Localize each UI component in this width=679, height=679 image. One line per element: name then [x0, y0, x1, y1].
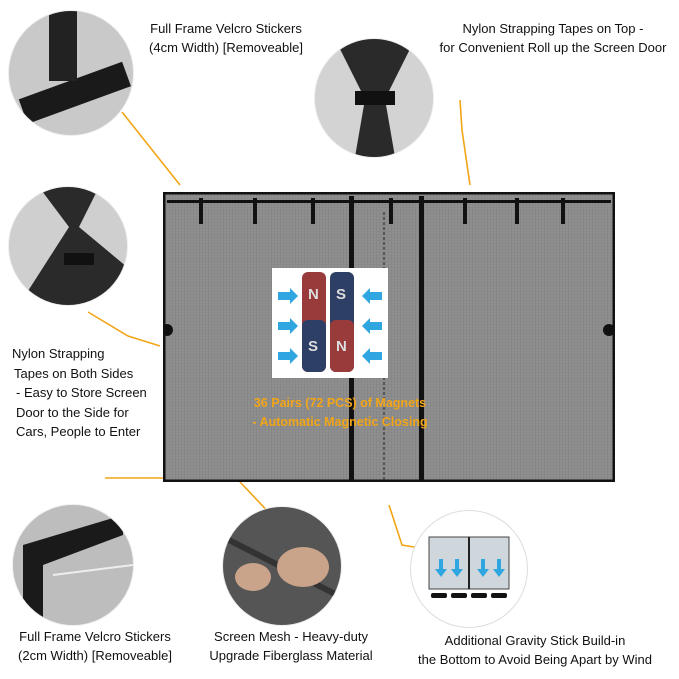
caption-nylon-sides: Nylon Strapping Tapes on Both Sides - Ea… [12, 346, 147, 439]
gravity-photo [410, 510, 528, 628]
screen-door-illustration [163, 192, 615, 482]
screen-door [163, 192, 615, 482]
velcro-top-photo [8, 10, 134, 136]
pole-label-1: N [308, 286, 319, 303]
caption-mesh: Screen Mesh - Heavy-duty Upgrade Fibergl… [209, 629, 373, 663]
pole-label-3: S [308, 338, 319, 355]
nylon-sides-photo [8, 186, 128, 306]
velcro-bottom-photo [12, 504, 134, 626]
magnet-inset: N S S N [272, 268, 388, 378]
caption-velcro-bottom: Full Frame Velcro Stickers (2cm Width) [… [18, 629, 172, 663]
caption-nylon-top: Nylon Strapping Tapes on Top - for Conve… [439, 21, 667, 55]
nylon-top-photo [314, 38, 434, 158]
magnets-line-2: - Automatic Magnetic Closing [252, 415, 428, 430]
mesh-photo [222, 506, 342, 626]
magnets-line-1: 36 Pairs (72 PCS) of Magnets [253, 396, 427, 410]
pole-label-2: S [336, 286, 347, 303]
magnets-callout: 36 Pairs (72 PCS) of Magnets - Automatic… [230, 394, 450, 433]
caption-gravity: Additional Gravity Stick Build-in the Bo… [418, 633, 652, 667]
caption-velcro-top: Full Frame Velcro Stickers (4cm Width) [… [149, 21, 303, 55]
pole-label-4: N [336, 338, 347, 355]
